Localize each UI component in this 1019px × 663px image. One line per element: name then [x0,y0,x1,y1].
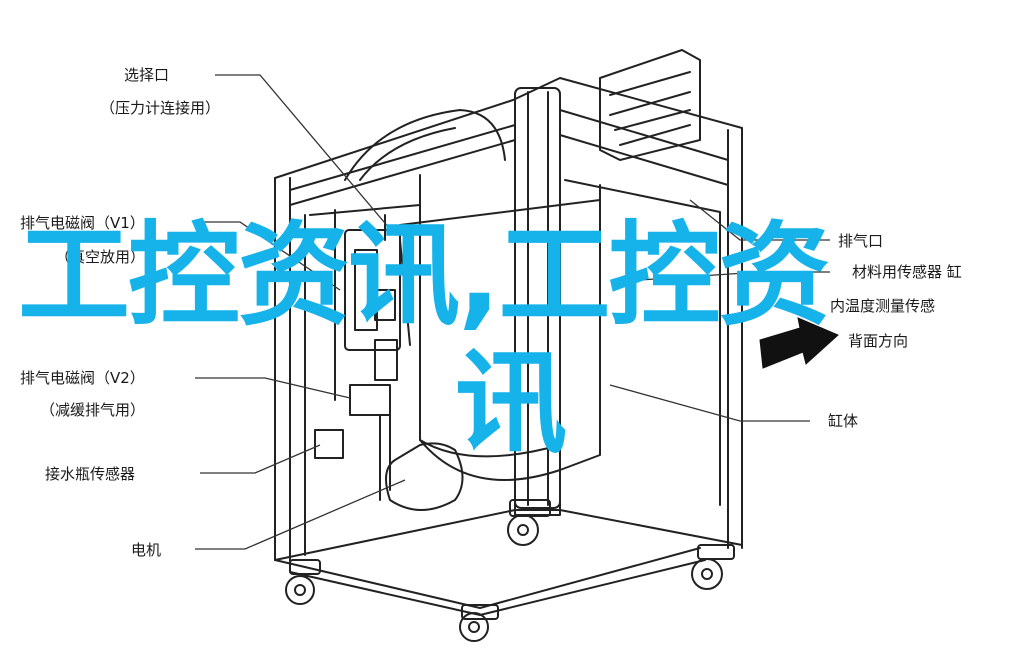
label-exhaust-valve-v2: 排气电磁阀（V2） [20,369,145,387]
center-post [514,87,561,509]
water-bottle-sensor [314,429,344,459]
leader-exhaust-port [689,199,830,241]
label-exhaust-valve-v1-note: （真空放用） [55,248,146,266]
exhaust-unit [599,49,701,161]
back-direction-arrow [759,317,839,369]
caster-front-bottom [459,604,499,642]
caster-front-left [285,559,321,605]
leader-motor [195,479,406,550]
motor [385,442,464,511]
label-cylinder: 缸体 [828,412,859,430]
fan-housing [344,109,506,181]
label-select-port: 选择口 [124,66,170,84]
label-motor: 电机 [131,541,162,559]
watermark-text-line1: 工控资讯,工控资 [18,211,831,341]
label-exhaust-port: 排气口 [838,232,884,250]
caster-front-center [507,499,551,546]
leader-exhaust-v2 [195,377,351,399]
leader-cylinder [609,384,810,422]
label-exhaust-valve-v1: 排气电磁阀（V1） [20,214,145,232]
valve-assembly [344,229,401,351]
leader-select-port [215,74,396,236]
leader-water-sensor [200,444,321,474]
cylinder-body [419,174,601,481]
caster-rear-right [691,544,735,590]
watermark-text-line2: 讯 [455,339,567,469]
leader-temp-sensor [639,271,830,281]
leader-exhaust-v1 [195,221,341,291]
label-back-direction: 背面方向 [848,332,909,350]
label-select-port-note: （压力计连接用） [100,99,221,117]
label-water-sensor: 接水瓶传感器 [45,465,136,483]
label-temp-sensor-line1: 材料用传感器 缸 [852,263,962,281]
label-temp-sensor-line2: 内温度测量传感 [830,297,936,315]
label-exhaust-valve-v2-note: （减缓排气用） [40,401,146,419]
